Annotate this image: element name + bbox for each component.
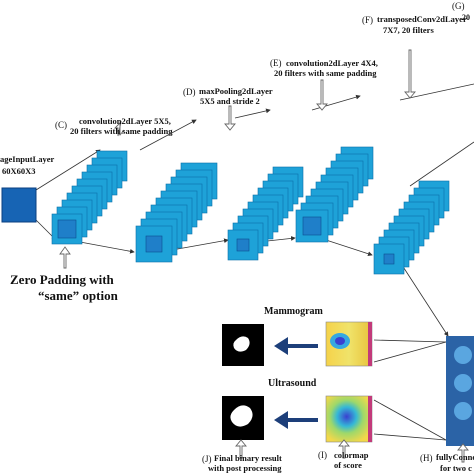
- f-label-1: transposedConv2dLayer: [377, 14, 467, 24]
- j-pointer: [235, 439, 247, 459]
- ultrasound-binary-mask: [222, 396, 264, 440]
- h-letter: (H): [420, 453, 433, 463]
- f-label-2: 7X7, 20 filters: [383, 25, 434, 35]
- j-label-2: with post processing: [208, 463, 282, 473]
- e-pointer: [316, 79, 328, 111]
- g-letter: (G): [452, 1, 465, 11]
- c-letter: (C): [55, 120, 67, 130]
- d-letter: (D): [183, 87, 196, 97]
- d-label-1: maxPooling2dLayer: [199, 86, 273, 96]
- fully-connected-block: [446, 336, 474, 446]
- ultrasound-label: Ultrasound: [268, 378, 317, 389]
- e-letter: (E): [270, 58, 282, 68]
- i-pointer: [338, 439, 350, 459]
- f-letter: (F): [362, 15, 373, 25]
- h-label-2: for two c: [440, 463, 472, 473]
- stack-conv-e2: [295, 146, 374, 243]
- connector-lines: [35, 83, 474, 337]
- c-label-2: 20 filters with same padding: [70, 126, 173, 136]
- j-label-1: Final binary result: [214, 453, 282, 463]
- ultrasound-score-colormap: [325, 395, 373, 443]
- c-pointer: [115, 124, 125, 136]
- h-pointer: [457, 443, 469, 463]
- ultrasound-arrow: [274, 411, 318, 429]
- c-label-1: convolution2dLayer 5X5,: [79, 116, 171, 126]
- feature-map-stacks: [51, 146, 450, 275]
- bottom-pointer-arrows: [235, 439, 469, 463]
- stack-pool-d: [135, 162, 218, 263]
- e-label-2: 20 filters with same padding: [274, 68, 377, 78]
- receptive-field-square: [57, 219, 77, 239]
- d-label-2: 5X5 and stride 2: [200, 96, 260, 106]
- i-label-2: of score: [334, 460, 362, 470]
- mammogram-arrow: [274, 337, 318, 355]
- receptive-field-square: [145, 235, 163, 253]
- receptive-field-square: [302, 216, 322, 236]
- fc-to-maps-lines: [373, 339, 447, 441]
- input-label-2: 60X60X3: [2, 166, 36, 176]
- stack-conv-c: [51, 150, 128, 245]
- e-label-1: convolution2dLayer 4X4,: [286, 58, 378, 68]
- stack-conv-e: [227, 166, 304, 261]
- receptive-field-square: [236, 238, 250, 252]
- input-label-1: ageInputLayer: [0, 154, 55, 164]
- receptive-field-square: [383, 253, 395, 265]
- i-letter: (I): [318, 450, 327, 460]
- d-pointer: [224, 105, 236, 131]
- zero-padding-label-2: “same” option: [38, 288, 119, 303]
- mammogram-label: Mammogram: [264, 306, 324, 317]
- stack-transposed-f: [373, 180, 450, 275]
- zero-padding-label-1: Zero Padding with: [10, 272, 115, 287]
- mammogram-binary-mask: [222, 324, 264, 366]
- j-letter: (J): [202, 454, 212, 464]
- layer-pointer-arrows: [59, 49, 416, 269]
- i-label-1: colormap: [334, 450, 369, 460]
- f-pointer: [404, 49, 416, 99]
- mammogram-score-colormap: [325, 321, 373, 367]
- h-label-1: fullyConne: [436, 452, 474, 462]
- g-sub: 20: [462, 13, 470, 22]
- zero-padding-pointer: [59, 246, 71, 269]
- input-layer-block: [1, 187, 37, 223]
